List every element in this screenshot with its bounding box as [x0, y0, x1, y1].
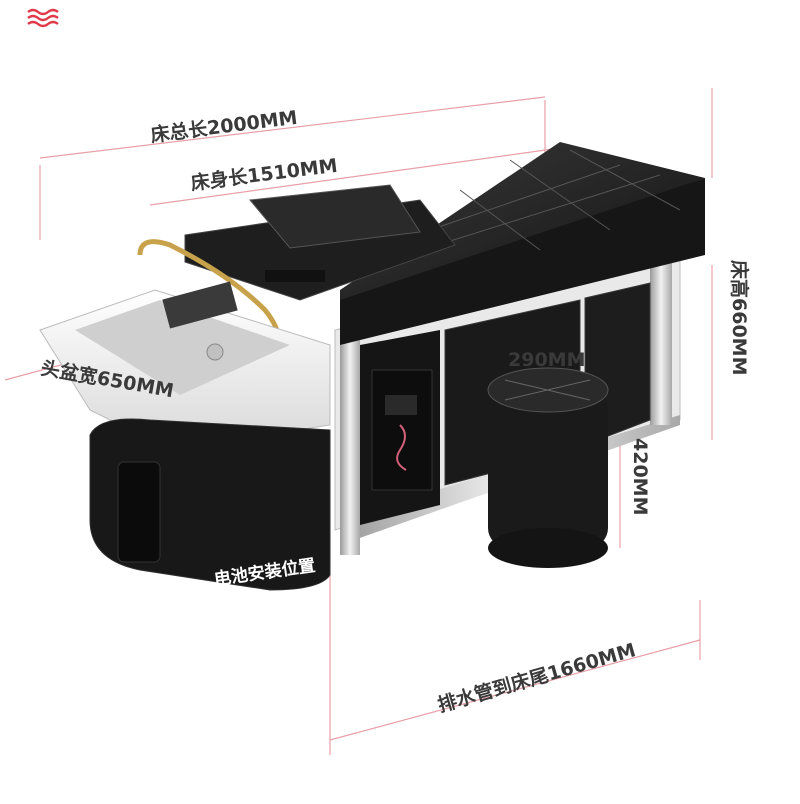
stool: [487, 367, 609, 568]
bed-mattress: [340, 142, 705, 345]
basin-base: [89, 418, 331, 591]
stool-height-label: 420MM: [629, 438, 651, 515]
headrest: [184, 184, 456, 301]
total-length-label: 床总长2000MM: [149, 106, 298, 147]
bed-height-label: 床高660MM: [728, 260, 751, 375]
stool-width-label: 290MM: [508, 349, 585, 371]
basin: [39, 281, 331, 451]
drain-to-tail-label: 排水管到床尾1660MM: [435, 638, 638, 717]
wave-logo-icon: [27, 8, 59, 28]
body-length-label: 床身长1510MM: [189, 154, 338, 195]
